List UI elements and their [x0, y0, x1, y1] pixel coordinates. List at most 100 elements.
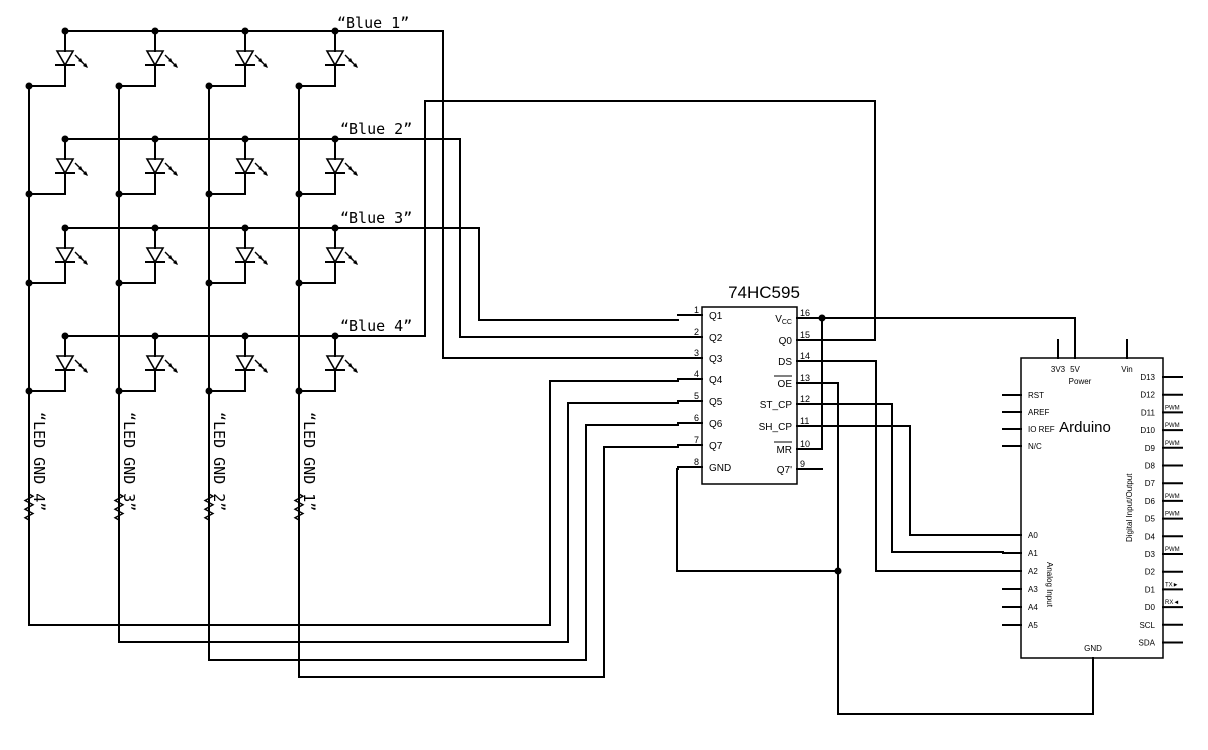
chip-pin-8-label: GND	[709, 463, 731, 474]
led-r1-c4-cathode-junction	[295, 82, 303, 90]
arduino-pin-a0-label: A0	[1028, 531, 1038, 540]
arduino-pin-d5-label: D5	[1145, 515, 1156, 524]
led-r2-c1-anode-junction	[61, 135, 69, 143]
wire-shcp-a0	[821, 425, 1004, 536]
arduino-pin-a5-label: A5	[1028, 621, 1038, 630]
arduino-pin-d6-label: D6	[1145, 497, 1156, 506]
led-r4-c2	[118, 335, 178, 392]
arduino-title: Arduino	[1059, 419, 1111, 436]
chip-pin-15-number: 15	[800, 330, 810, 340]
arduino-pwm-mark-d9: PWM	[1165, 441, 1180, 447]
led-r3-c1-light-arrowhead-2	[83, 260, 88, 265]
led-r1-c1-anode-junction	[61, 27, 69, 35]
led-r2-c4-light-arrowhead-2	[353, 171, 358, 176]
led-r2-c1-light-arrowhead-2	[83, 171, 88, 176]
led-r4-c4	[298, 335, 358, 392]
wire-row2-q2	[334, 138, 679, 338]
chip-pin-16-label-text: V	[775, 314, 782, 325]
led-r3-c4-cathode-junction	[295, 279, 303, 287]
led-r2-c4	[298, 138, 358, 195]
led-r4-c4-light-arrowhead-2	[353, 368, 358, 373]
arduino-pin-a1-label: A1	[1028, 549, 1038, 558]
led-r1-c2	[118, 30, 178, 87]
led-r3-c3-anode-junction	[241, 224, 249, 232]
arduino-pin-d2-label: D2	[1145, 568, 1156, 577]
led-r3-c3-triangle	[235, 247, 255, 264]
chip-pin-12-label-text: ST_CP	[760, 400, 793, 411]
row-label-blue-4: “Blue 4”	[340, 317, 412, 335]
led-r2-c2-light-arrowhead-2	[173, 171, 178, 176]
led-r3-c1-anode-junction	[61, 224, 69, 232]
col-label-led-gnd-2: “LED GND 2”	[210, 412, 228, 511]
chip-pin-9-label: Q7'	[777, 465, 792, 476]
chip-pin-1-number: 1	[694, 305, 699, 315]
arduino-pwm-mark-d6: PWM	[1165, 494, 1180, 500]
led-r1-c4-triangle	[325, 50, 345, 67]
chip-pin-8-number: 8	[694, 457, 699, 467]
chip-pin-4-label: Q4	[709, 375, 723, 386]
led-r3-c3	[208, 227, 268, 284]
chip-pin-2-number: 2	[694, 327, 699, 337]
arduino-pin-3v3-label: 3V3	[1051, 365, 1066, 374]
arduino-pin-d12-label: D12	[1140, 391, 1155, 400]
arduino-pin-5v-label: 5V	[1070, 365, 1080, 374]
led-r4-c4-cathode-junction	[295, 387, 303, 395]
arduino-pin-sda-label: SDA	[1139, 639, 1156, 648]
led-r2-c1-cathode-junction	[25, 190, 33, 198]
wire-ds-a2	[821, 360, 1004, 572]
led-r2-c4-triangle	[325, 158, 345, 175]
led-r3-c4	[298, 227, 358, 284]
led-r4-c2-triangle	[145, 355, 165, 372]
arduino-pin-d9-label: D9	[1145, 444, 1156, 453]
arduino-pin-left-0-label: RST	[1028, 391, 1044, 400]
chip-pin-2-label: Q2	[709, 333, 723, 344]
chip-pin-12-label: ST_CP	[760, 400, 793, 411]
arduino-pin-left-2-label: IO REF	[1028, 425, 1055, 434]
led-r1-c3	[208, 30, 268, 87]
col-label-led-gnd-3: “LED GND 3”	[120, 412, 138, 511]
led-r1-c1-triangle	[55, 50, 75, 67]
arduino-gnd-label: GND	[1084, 644, 1102, 653]
arduino-body	[1020, 357, 1164, 659]
arduino-digital-label: Digital Input/Output	[1125, 473, 1134, 542]
chip-pin-15-label: Q0	[779, 336, 793, 347]
arduino-pin-d0-label: D0	[1145, 603, 1156, 612]
arduino-rx-mark: RX◄	[1165, 600, 1179, 606]
led-r4-c1	[28, 335, 88, 392]
wires	[28, 30, 1094, 715]
chip-pin-11-number: 11	[800, 416, 809, 426]
wire-chip-gnd	[676, 468, 839, 572]
led-r3-c1-triangle	[55, 247, 75, 264]
row-label-blue-2: “Blue 2”	[340, 120, 412, 138]
wire-col3-q5	[118, 401, 679, 643]
chip-pin-5-number: 5	[694, 391, 699, 401]
chip-title: 74HC595	[728, 283, 800, 302]
chip-pin-15-label-text: Q0	[779, 336, 793, 347]
col-label-led-gnd-1: “LED GND 1”	[300, 412, 318, 511]
arduino-pwm-mark-d5: PWM	[1165, 512, 1180, 518]
chip-pin-1-label: Q1	[709, 311, 723, 322]
row-label-blue-3: “Blue 3”	[340, 209, 412, 227]
arduino-pin-d7-label: D7	[1145, 479, 1156, 488]
led-r4-c1-anode-junction	[61, 332, 69, 340]
chip-pin-9-number: 9	[800, 459, 805, 469]
chip-pin-3-number: 3	[694, 348, 699, 358]
led-r2-c3-triangle	[235, 158, 255, 175]
led-r4-c3-cathode-junction	[205, 387, 213, 395]
led-r4-c1-cathode-junction	[25, 387, 33, 395]
junction-gnd	[834, 567, 842, 575]
chip-pin-10-number: 10	[800, 439, 810, 449]
led-r1-c4-light-arrowhead-2	[353, 63, 358, 68]
chip-pin-13-number: 13	[800, 373, 810, 383]
arduino-pin-d8-label: D8	[1145, 462, 1156, 471]
led-r2-c3	[208, 138, 268, 195]
wire-vcc-5v	[821, 317, 1076, 341]
led-r2-c3-light-arrowhead-2	[263, 171, 268, 176]
led-r4-c1-triangle	[55, 355, 75, 372]
led-r3-c2-cathode-junction	[115, 279, 123, 287]
led-r3-c2-triangle	[145, 247, 165, 264]
